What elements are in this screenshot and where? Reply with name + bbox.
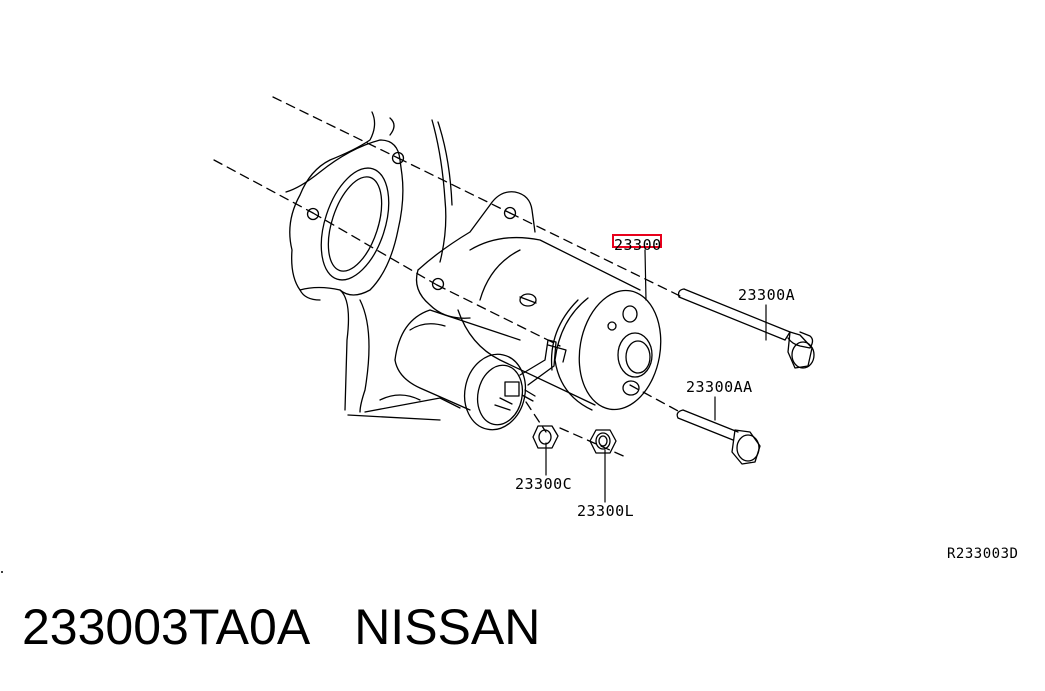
callout-23300aa: 23300AA xyxy=(686,378,753,396)
highlight-box xyxy=(612,234,662,248)
part-number: 233003TA0A xyxy=(22,599,311,655)
nut-23300c xyxy=(532,425,559,449)
bolt-23300aa xyxy=(676,409,761,465)
engine-housing xyxy=(285,111,461,421)
reference-code: R233003D xyxy=(947,546,1018,562)
part-caption: 233003TA0A NISSAN xyxy=(22,598,540,656)
starter-motor xyxy=(394,191,662,431)
brand-name: NISSAN xyxy=(354,599,541,655)
callout-23300: 23300 xyxy=(614,236,662,254)
callout-23300a: 23300A xyxy=(738,286,795,304)
callout-23300l: 23300L xyxy=(577,502,634,520)
stray-dot xyxy=(1,571,3,573)
callout-23300c: 23300C xyxy=(515,475,572,493)
assembly-axis-lines xyxy=(213,96,681,459)
leader-lines xyxy=(545,249,767,503)
bolt-23300a xyxy=(677,288,815,369)
nut-23300l xyxy=(589,429,617,454)
